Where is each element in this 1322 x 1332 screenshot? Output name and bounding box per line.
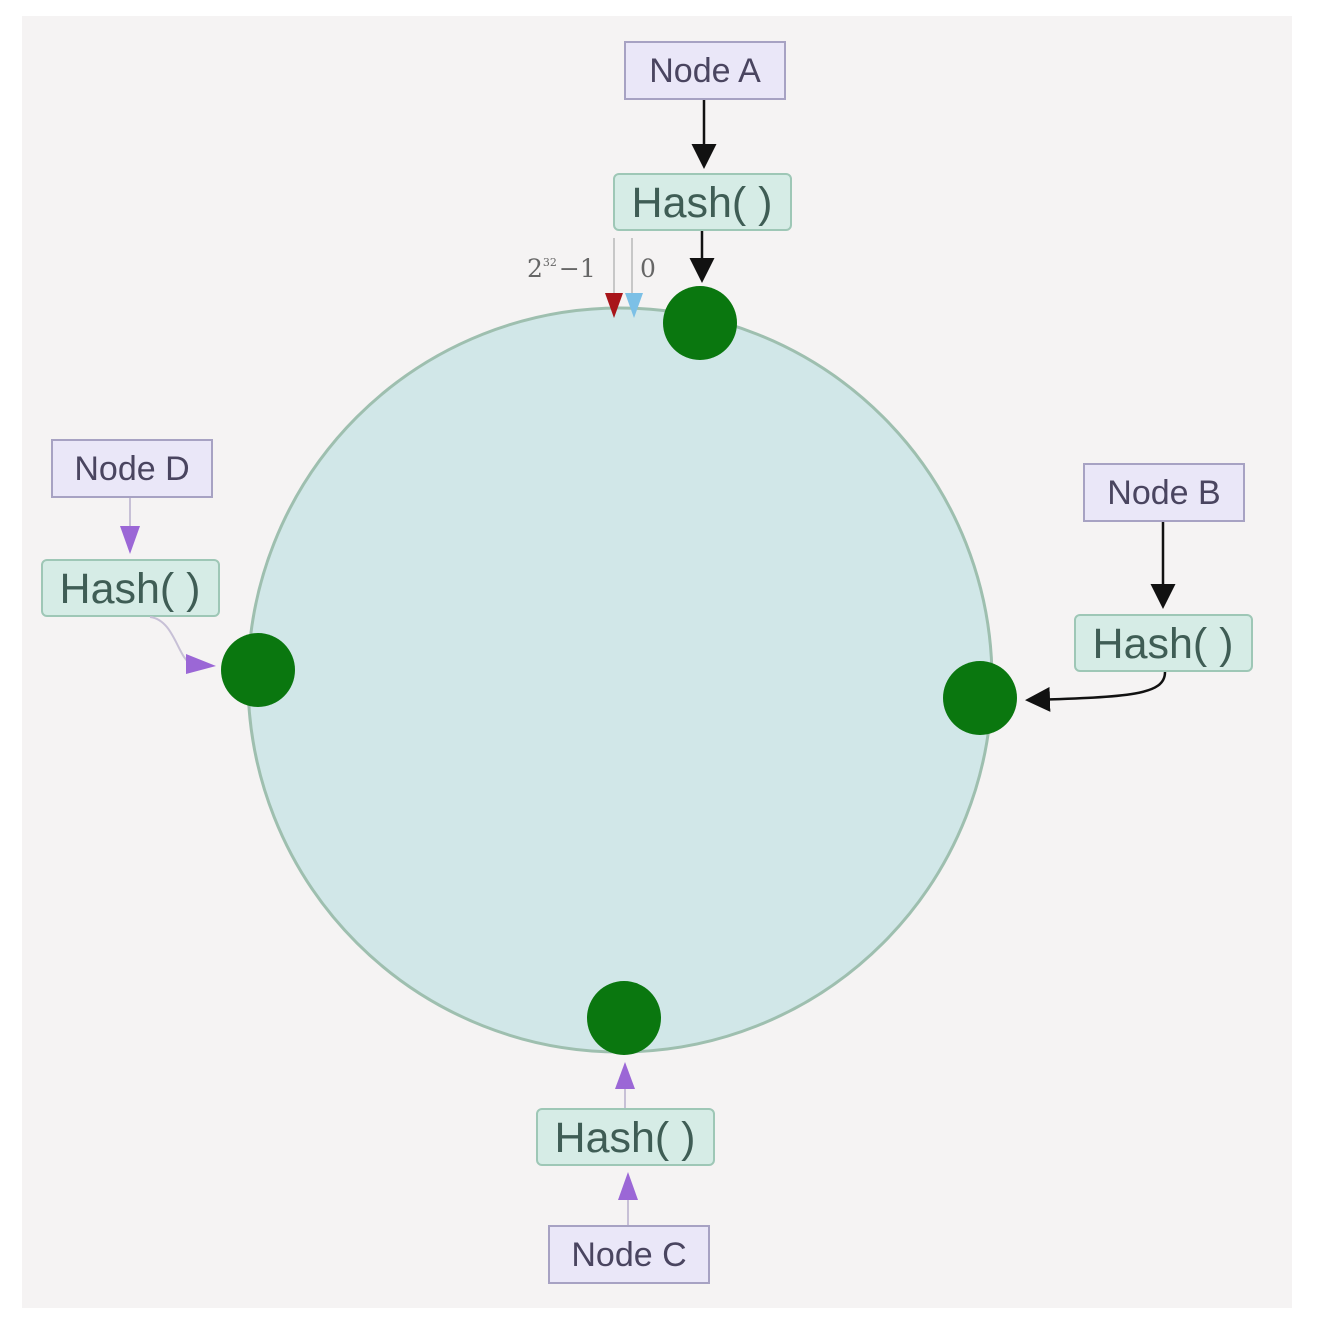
node-c-box	[548, 1225, 710, 1284]
hash-d-box	[41, 559, 220, 617]
hash-a-box	[613, 173, 792, 231]
node-d-group: Node D Hash( )	[41, 439, 295, 707]
hash-d-to-ring-arrowhead	[186, 654, 216, 674]
node-d-box	[51, 439, 213, 498]
node-d-to-hash-arrowhead	[120, 526, 140, 554]
node-d-label: Node D	[74, 450, 189, 488]
node-c-group: Hash( ) Node C	[536, 981, 715, 1284]
node-c-to-hash-arrowhead	[618, 1172, 638, 1200]
hash-c-box	[536, 1108, 715, 1166]
hash-b-box	[1074, 614, 1253, 672]
zero-label: 0	[640, 254, 656, 283]
node-b-box	[1083, 463, 1245, 522]
ring-point-d	[221, 633, 295, 707]
ring-point-c	[587, 981, 661, 1055]
hash-c-label: Hash( )	[555, 1114, 696, 1162]
hash-a-label: Hash( )	[632, 179, 773, 227]
node-c-label: Node C	[571, 1236, 686, 1274]
max-value-label: 232−1	[527, 254, 596, 283]
node-a-label: Node A	[649, 52, 761, 90]
hash-c-to-ring-arrowhead	[615, 1062, 635, 1089]
ring-boundary-markers: 232−1 0	[527, 238, 656, 318]
node-b-label: Node B	[1107, 474, 1220, 512]
node-b-group: Node B Hash( )	[943, 463, 1253, 735]
ring-point-b	[943, 661, 1017, 735]
hash-ring	[246, 306, 994, 1054]
node-a-group: Node A Hash( )	[613, 41, 792, 360]
ring-point-a	[663, 286, 737, 360]
hash-d-label: Hash( )	[60, 565, 201, 613]
max-value-marker-arrow	[605, 293, 623, 318]
hash-d-to-ring-line	[149, 616, 193, 665]
hash-b-to-ring-arrow	[1025, 671, 1167, 712]
zero-marker-arrow	[625, 293, 643, 318]
node-a-box	[624, 41, 786, 100]
hash-b-label: Hash( )	[1093, 620, 1234, 668]
